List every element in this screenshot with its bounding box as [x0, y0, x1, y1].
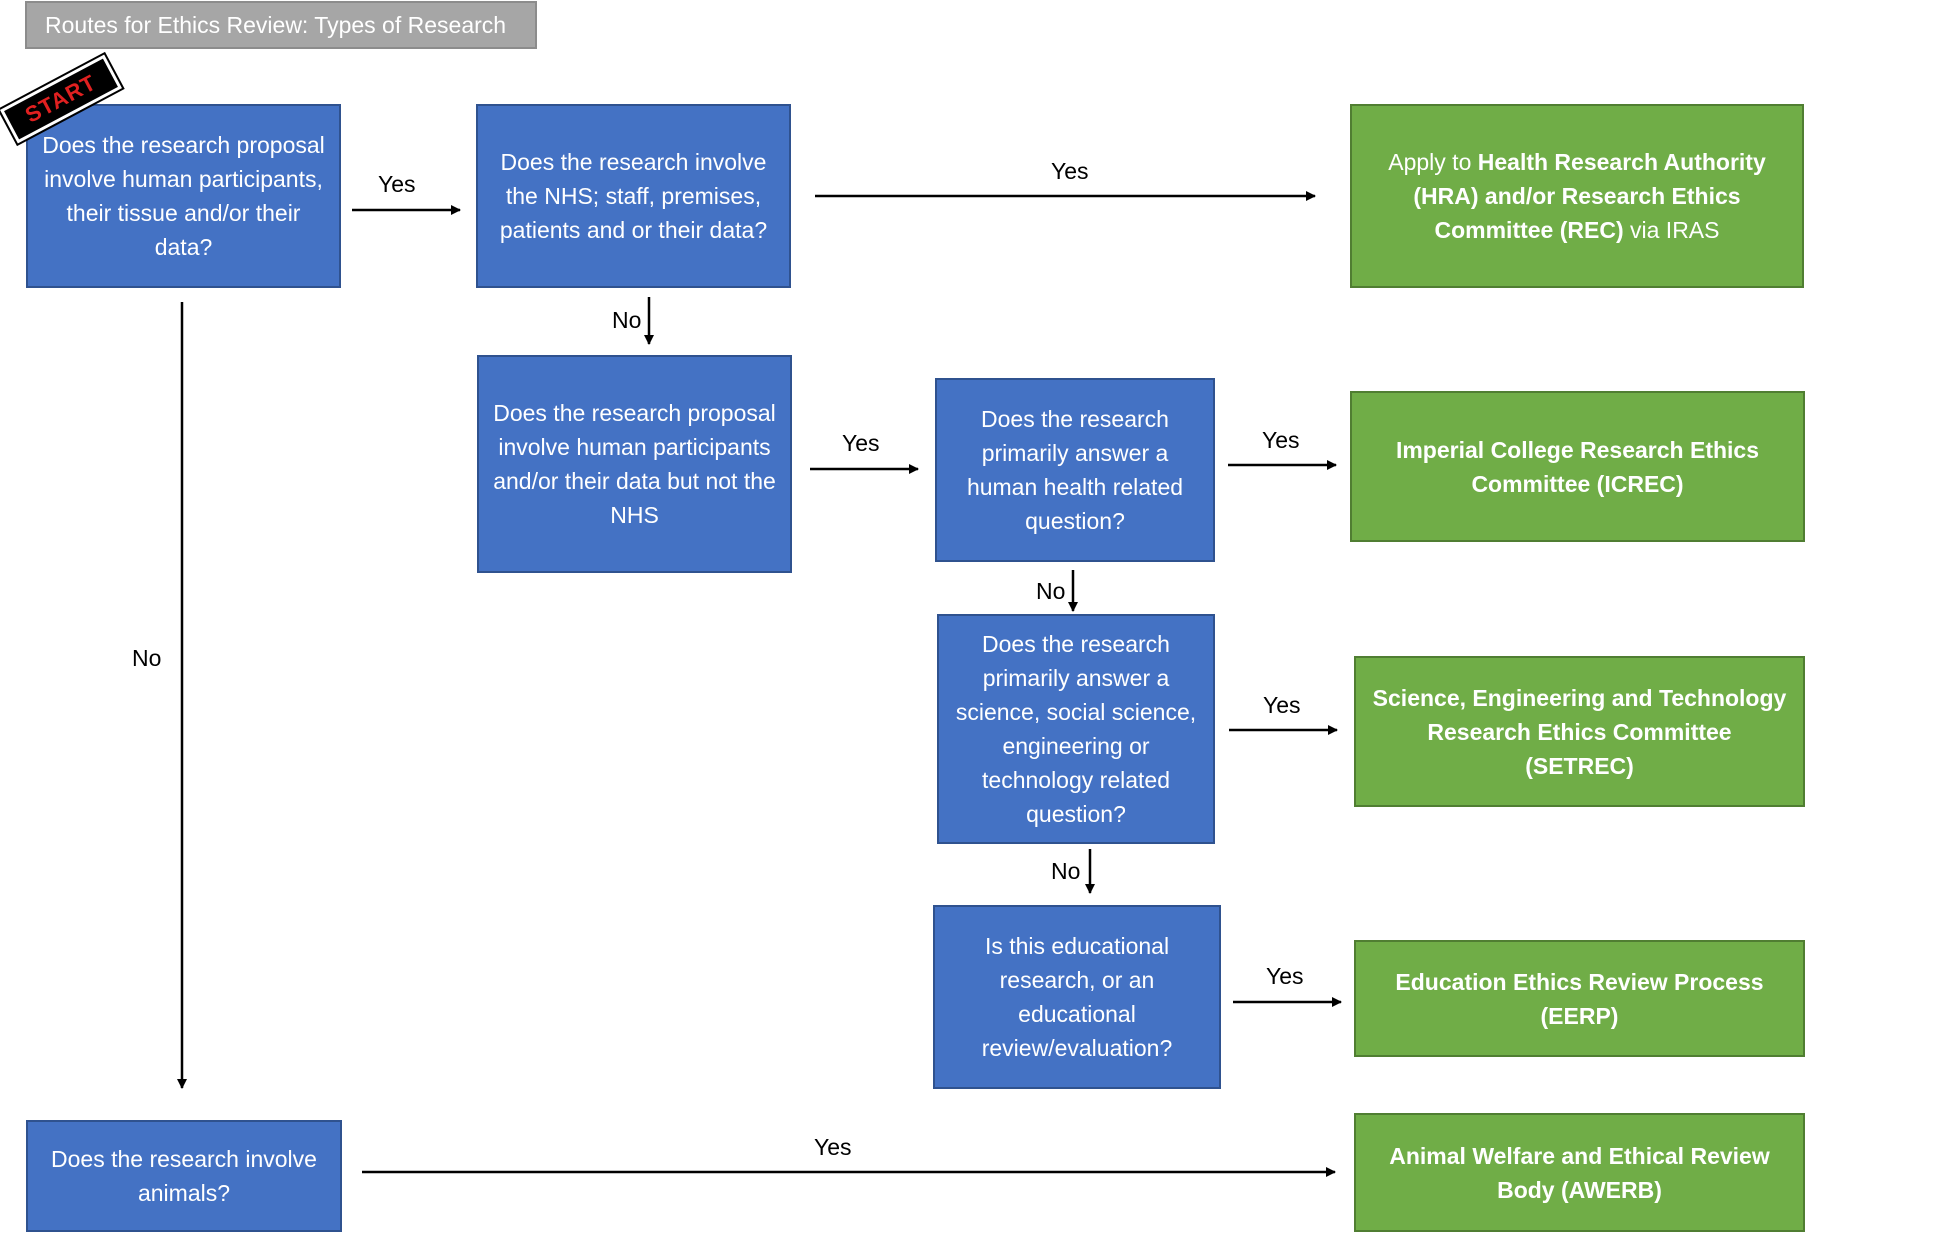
- diagram-title: Routes for Ethics Review: Types of Resea…: [25, 1, 537, 49]
- question-human-not-nhs-text: Does the research proposal involve human…: [493, 400, 776, 528]
- label-q3-yes: Yes: [842, 430, 880, 456]
- label-q2-no: No: [612, 307, 642, 333]
- outcome-icrec: Imperial College Research Ethics Committ…: [1350, 391, 1805, 542]
- label-q7-yes: Yes: [814, 1134, 852, 1160]
- label-q4-yes: Yes: [1262, 427, 1300, 453]
- question-science-engineering-text: Does the research primarily answer a sci…: [955, 631, 1197, 827]
- label-q5-no: No: [1051, 858, 1081, 884]
- label-q4-no: No: [1036, 578, 1066, 604]
- label-q5-yes: Yes: [1263, 692, 1301, 718]
- question-educational-text: Is this educational research, or an educ…: [981, 933, 1173, 1061]
- label-q1-yes: Yes: [378, 171, 416, 197]
- label-q6-yes: Yes: [1266, 963, 1304, 989]
- question-animals: Does the research involve animals?: [26, 1120, 342, 1232]
- question-science-engineering: Does the research primarily answer a sci…: [937, 614, 1215, 844]
- question-human-participants-text: Does the research proposal involve human…: [42, 132, 325, 260]
- outcome-awerb: Animal Welfare and Ethical Review Body (…: [1354, 1113, 1805, 1232]
- outcome-setrec: Science, Engineering and Technology Rese…: [1354, 656, 1805, 807]
- question-nhs: Does the research involve the NHS; staff…: [476, 104, 791, 288]
- outcome-hra-bold: Health Research Authority (HRA) and/or R…: [1413, 149, 1766, 243]
- question-human-participants: Does the research proposal involve human…: [26, 104, 341, 288]
- question-educational: Is this educational research, or an educ…: [933, 905, 1221, 1089]
- question-human-health-text: Does the research primarily answer a hum…: [966, 406, 1184, 534]
- question-human-not-nhs: Does the research proposal involve human…: [477, 355, 792, 573]
- outcome-setrec-text: Science, Engineering and Technology Rese…: [1372, 684, 1787, 779]
- question-human-health: Does the research primarily answer a hum…: [935, 378, 1215, 562]
- outcome-eerp: Education Ethics Review Process (EERP): [1354, 940, 1805, 1057]
- outcome-eerp-text: Education Ethics Review Process (EERP): [1395, 968, 1764, 1029]
- label-q1-no: No: [132, 645, 162, 671]
- outcome-awerb-text: Animal Welfare and Ethical Review Body (…: [1389, 1142, 1770, 1203]
- question-animals-text: Does the research involve animals?: [51, 1146, 317, 1206]
- outcome-hra-suffix: via IRAS: [1623, 217, 1720, 243]
- outcome-icrec-text: Imperial College Research Ethics Committ…: [1395, 436, 1760, 497]
- outcome-hra-rec: Apply to Health Research Authority (HRA)…: [1350, 104, 1804, 288]
- label-q2-yes: Yes: [1051, 158, 1089, 184]
- question-nhs-text: Does the research involve the NHS; staff…: [499, 149, 768, 243]
- outcome-hra-prefix: Apply to: [1388, 149, 1478, 175]
- outcome-hra-rec-text: Apply to Health Research Authority (HRA)…: [1366, 145, 1788, 247]
